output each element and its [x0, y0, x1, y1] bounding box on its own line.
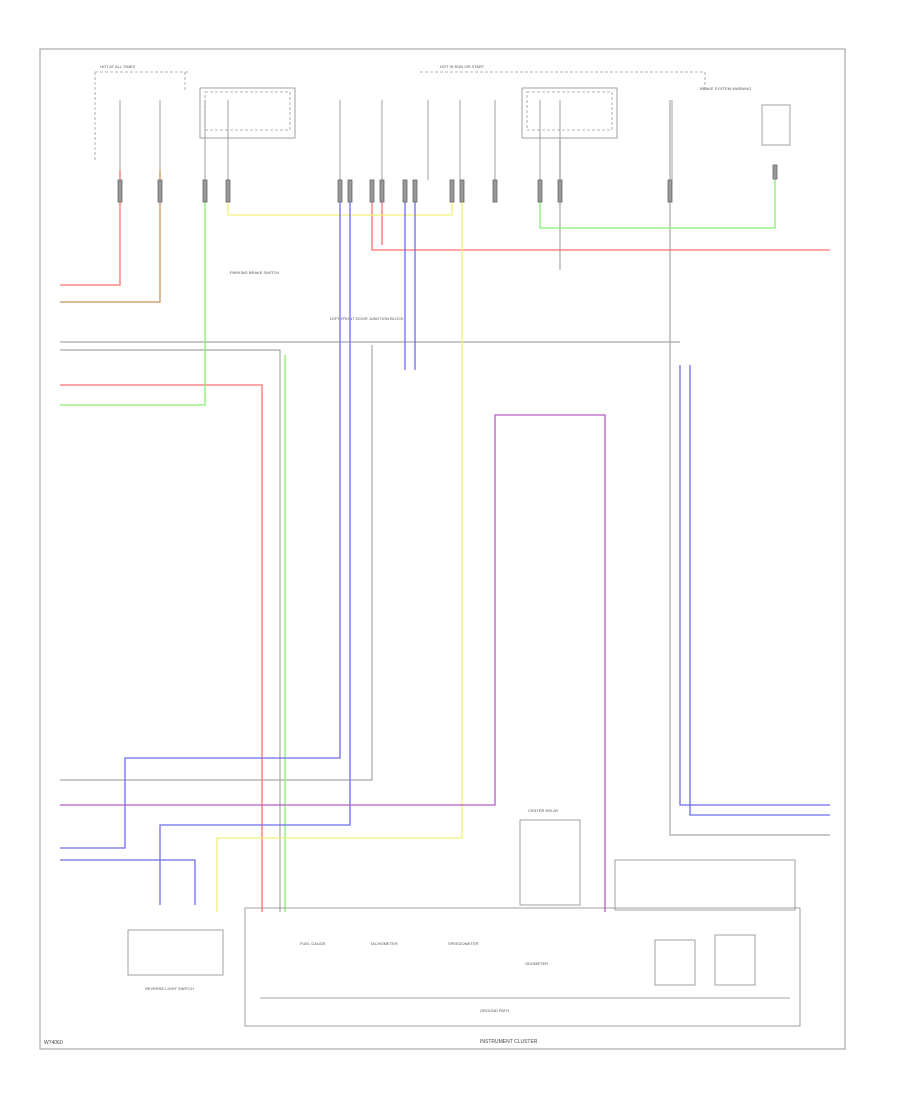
cluster-title: INSTRUMENT CLUSTER [480, 1039, 538, 1045]
yellow-wire-2 [216, 180, 463, 912]
cluster-lamp-2 [714, 934, 756, 986]
blue-wire-7 [60, 859, 196, 905]
diagram-frame [39, 48, 846, 1050]
relay-inner-2 [526, 91, 613, 131]
connector-top-right [761, 104, 791, 146]
relay-box-1 [199, 87, 296, 139]
warning-box [614, 859, 796, 911]
grey-lines-top [119, 100, 673, 180]
junction-block-label: LEFT FRONT DOOR JUNCTION BLOCK [330, 316, 404, 321]
violet-wire [60, 414, 606, 912]
gauge-tach: TACHOMETER [370, 941, 398, 946]
fuse-label-1: HOT AT ALL TIMES [100, 64, 135, 69]
red-wire-3 [371, 180, 830, 251]
gauge-odometer: ODOMETER [525, 961, 548, 966]
cluster-lamp-1 [654, 939, 696, 986]
grey-bus-2 [60, 349, 281, 912]
lower-switch-box [127, 929, 224, 976]
red-wire-1 [60, 170, 121, 286]
green-wire-3 [539, 170, 776, 229]
center-relay-label: CENTER RELAY [528, 808, 559, 813]
center-relay-box [519, 819, 581, 906]
warning-label: BRAKE SYSTEM WARNING [700, 86, 751, 91]
blue-wire-6 [689, 365, 830, 816]
relay-box-2 [521, 87, 618, 139]
fuse-label-2: HOT IN RUN OR START [440, 64, 485, 69]
brown-wire [60, 170, 161, 303]
red-wire-2 [60, 384, 263, 912]
blue-wire-5 [679, 365, 830, 806]
switch-label: PARKING BRAKE SWITCH [230, 270, 279, 275]
connector-ticks [117, 164, 778, 203]
ground-path-label: GROUND PATH [480, 1008, 509, 1013]
relay-inner-1 [204, 91, 291, 131]
lower-switch-label: REVERSE LIGHT SWITCH [145, 986, 194, 991]
fuse-rail-left [94, 71, 190, 160]
blue-wire-2 [159, 180, 351, 905]
green-wire-1 [60, 180, 206, 406]
gauge-fuel: FUEL GAUGE [300, 941, 326, 946]
instrument-cluster-box [244, 907, 801, 1027]
grey-vertical-2 [60, 345, 373, 781]
gauge-speed: SPEEDOMETER [448, 941, 479, 946]
footer-code: W74060 [44, 1040, 63, 1046]
grey-vertical-1 [669, 100, 830, 836]
blue-wire-1 [60, 180, 341, 849]
fuse-rail-right [420, 71, 706, 90]
